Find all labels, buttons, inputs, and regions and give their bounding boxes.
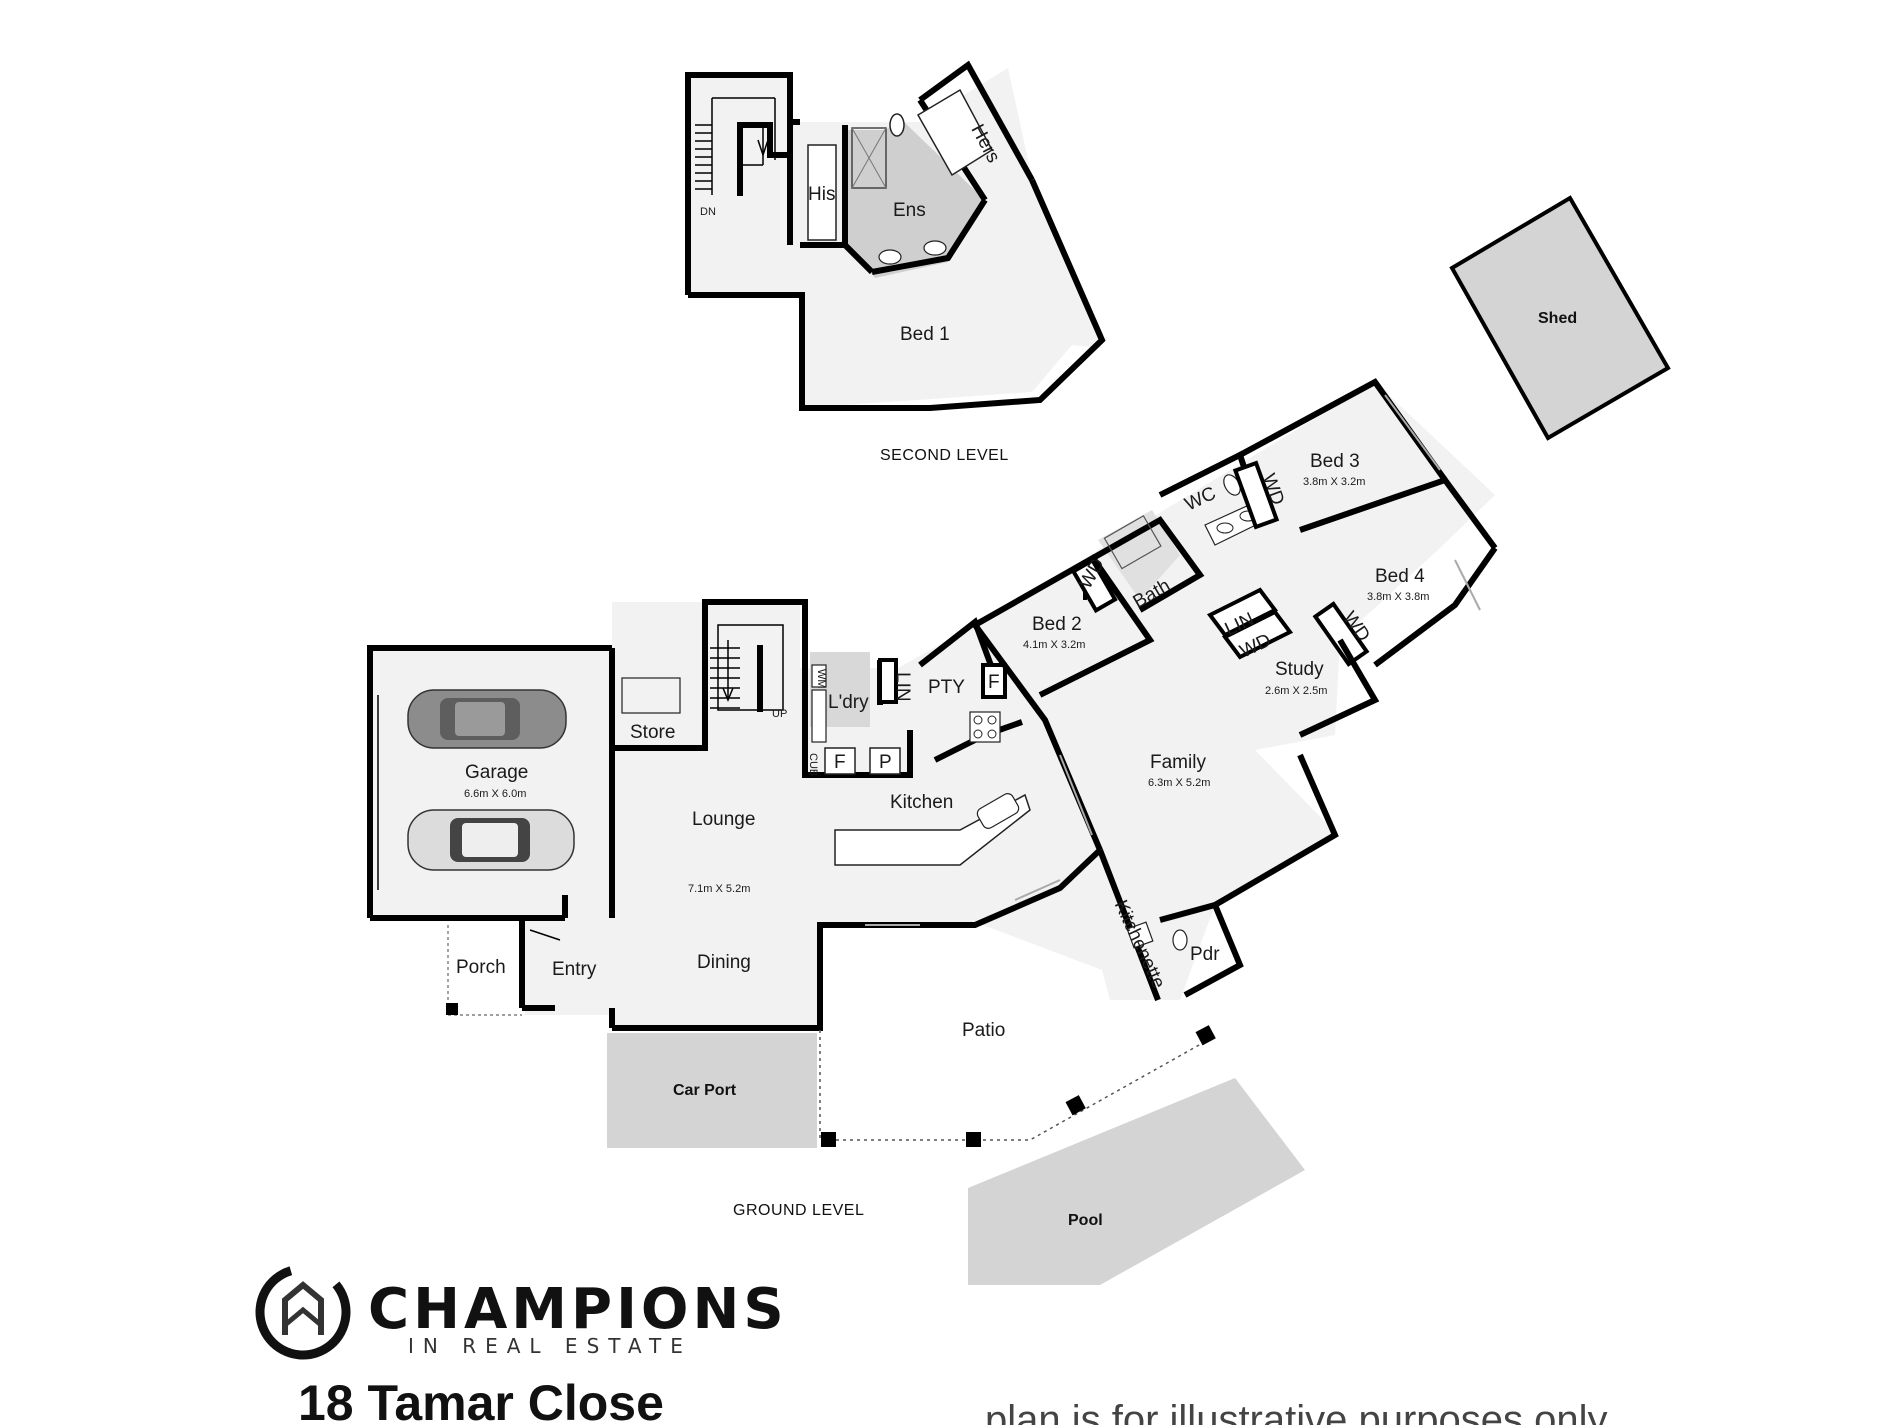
champions-logo: CHAMPIONS IN REAL ESTATE [255,1264,788,1360]
family-label: Family [1150,752,1206,773]
patio-label: Patio [962,1020,1005,1041]
garage-dimensions: 6.6m X 6.0m [464,788,526,800]
property-address: 18 Tamar Close [298,1375,664,1425]
laundry-pantry-label: P [879,752,892,773]
brand-tagline: IN REAL ESTATE [408,1334,692,1358]
pool: Pool [968,1078,1305,1285]
washing-machine-label: WM [815,669,827,689]
bed1-label: Bed 1 [900,324,950,345]
study-label: Study [1275,659,1324,680]
car-icon [407,809,575,871]
dining-label: Dining [697,952,751,973]
carport-label: Car Port [673,1082,737,1099]
bed2-dimensions: 4.1m X 3.2m [1023,639,1085,651]
cupboard-label: CUB [807,753,819,776]
lounge-dimensions: 7.1m X 5.2m [688,883,750,895]
bed4-label: Bed 4 [1375,566,1425,587]
second-level-title: SECOND LEVEL [880,447,1009,464]
shed-label: Shed [1538,310,1577,327]
laundry-fridge-label: F [834,752,846,773]
shed: Shed [1449,195,1671,441]
ensuite-label: Ens [893,200,926,221]
lounge-label: Lounge [692,809,755,830]
store-label: Store [630,722,675,743]
kitchen-label: Kitchen [890,792,953,813]
brand-name: CHAMPIONS [368,1277,788,1342]
stair-up-label: UP [772,708,787,720]
family-dimensions: 6.3m X 5.2m [1148,777,1210,789]
bed3-label: Bed 3 [1310,451,1360,472]
laundry-label: L'dry [828,692,869,713]
pantry-fridge-label: F [988,672,1000,693]
study-dimensions: 2.6m X 2.5m [1265,685,1327,697]
his-robe-label: His [808,184,835,205]
powder-room-label: Pdr [1190,944,1220,965]
pantry-label: PTY [928,677,965,698]
ground-level-title: GROUND LEVEL [733,1202,864,1219]
garage-label: Garage [465,762,528,783]
second-level: His Ens Hers DN Bed 1 SECOND LEVEL [685,60,1106,464]
car-icon [407,689,567,749]
entry-label: Entry [552,959,597,980]
stair-down-label: DN [700,206,716,218]
bed2-label: Bed 2 [1032,614,1082,635]
bed4-dimensions: 3.8m X 3.8m [1367,591,1429,603]
disclaimer-text: plan is for illustrative purposes only [985,1398,1608,1425]
bed3-dimensions: 3.8m X 3.2m [1303,476,1365,488]
pool-label: Pool [1068,1212,1103,1229]
porch-label: Porch [456,957,506,978]
ground-level: Garage 6.6m X 6.0m Store UP WM L'dry CUB [367,378,1498,1219]
laundry-linen-label: LIN [892,672,913,702]
